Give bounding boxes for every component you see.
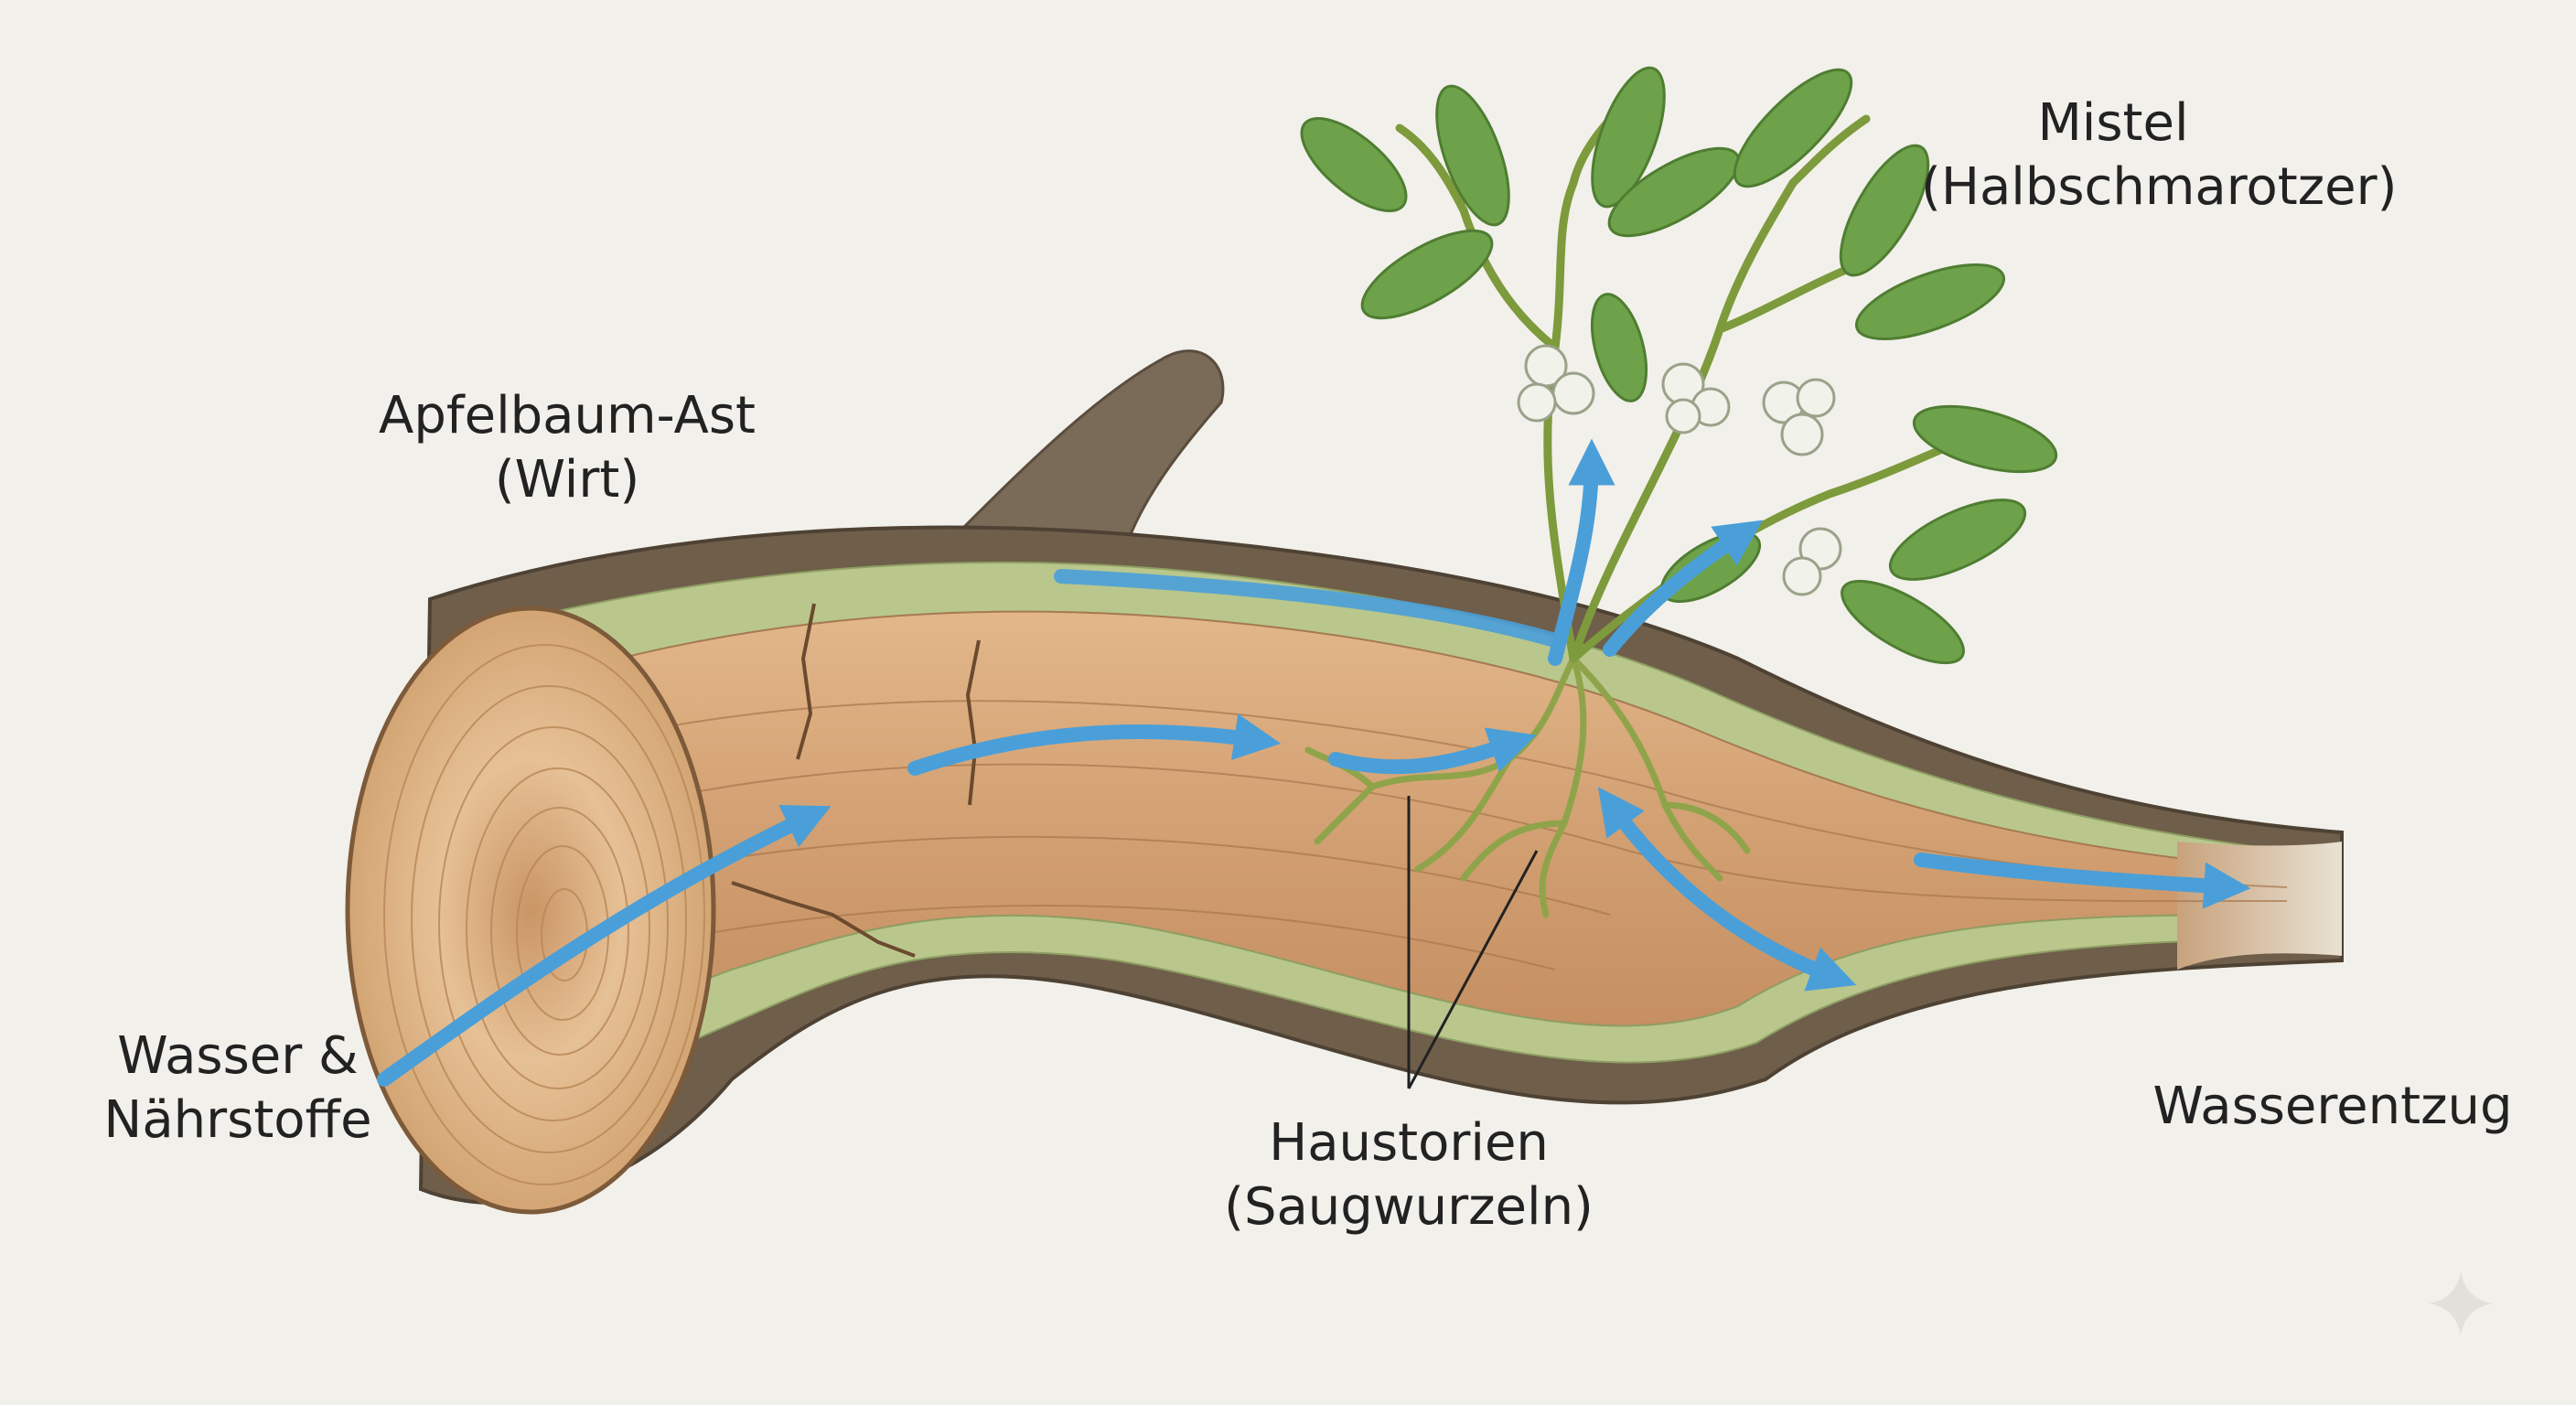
label-water-line1: Wasser & bbox=[117, 1026, 359, 1086]
label-haustoria: Haustorien (Saugwurzeln) bbox=[1189, 1111, 1628, 1239]
arrow-up-stem-right bbox=[1603, 520, 1764, 657]
arrow-up-stem-left bbox=[1548, 438, 1615, 666]
cracks bbox=[731, 603, 981, 958]
label-mistletoe-name: Mistel bbox=[2037, 93, 2189, 153]
arrow-cambium-flow bbox=[1054, 569, 1562, 648]
side-branch bbox=[948, 349, 1225, 551]
haustoria-pointers bbox=[1407, 796, 1539, 1089]
growth-rings bbox=[383, 644, 705, 1185]
arrow-water-intake bbox=[377, 805, 832, 1087]
arrow-bidirectional bbox=[1597, 787, 1857, 992]
label-water-line2: Nährstoffe bbox=[103, 1090, 372, 1150]
mistletoe-berries bbox=[1517, 344, 1842, 596]
label-extraction: Wasserentzug bbox=[2141, 1075, 2525, 1139]
label-mistletoe-type: (Halbschmarotzer) bbox=[1921, 157, 2398, 217]
arrow-extraction bbox=[1914, 853, 2251, 909]
label-host-name: Apfelbaum-Ast bbox=[379, 386, 756, 445]
branch-tip bbox=[2177, 842, 2342, 970]
arrow-core-flow bbox=[907, 713, 1282, 776]
label-haustoria-desc: (Saugwurzeln) bbox=[1224, 1177, 1594, 1237]
label-host: Apfelbaum-Ast (Wirt) bbox=[366, 384, 768, 512]
label-extraction-text: Wasserentzug bbox=[2152, 1077, 2513, 1136]
label-mistletoe: Mistel (Halbschmarotzer) bbox=[1921, 91, 2398, 220]
label-haustoria-name: Haustorien bbox=[1269, 1113, 1549, 1173]
mistletoe-leaves bbox=[1300, 66, 2058, 665]
sparkle-icon bbox=[2429, 1271, 2493, 1335]
flow-arrows bbox=[377, 438, 2251, 1087]
cut-face bbox=[345, 606, 716, 1215]
mistletoe-stems bbox=[1395, 96, 1971, 663]
label-water: Wasser & Nährstoffe bbox=[73, 1024, 402, 1153]
label-host-role: (Wirt) bbox=[494, 450, 640, 509]
arrow-into-haustoria bbox=[1328, 727, 1537, 775]
